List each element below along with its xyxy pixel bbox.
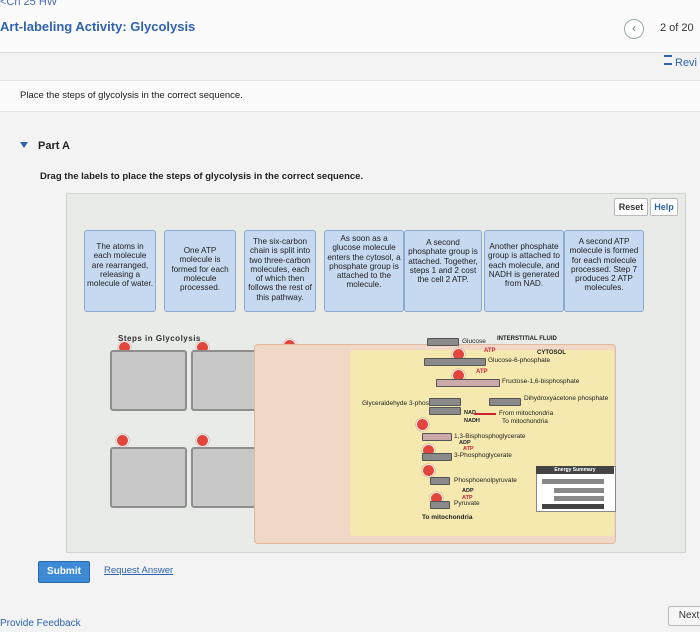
pep-molecule [430,477,450,485]
collapse-triangle-icon [20,142,28,148]
pin-marker [196,434,209,447]
g6p-label: Glucose-6-phosphate [488,357,551,364]
next-button[interactable]: Next [668,606,700,626]
breadcrumb[interactable]: <Ch 25 HW [0,0,58,8]
pin-marker [416,418,429,431]
steps-title: Steps in Glycolysis [118,334,201,343]
to-mito-label: To mitochondria [502,418,548,425]
drag-label-2[interactable]: One ATP molecule is formed for each mole… [164,230,236,312]
instructions-text: Place the steps of glycolysis in the cor… [20,90,243,101]
part-header[interactable]: Part A [20,140,70,152]
nad-label: NAD [464,410,476,416]
fbp-label: Fructose-1,6-bisphosphate [502,378,580,385]
g3p-molecule [429,398,461,406]
atp-label-2: ATP [476,369,488,375]
g6p-molecule [424,358,486,366]
list-icon [664,55,672,65]
provide-feedback-link[interactable]: Provide Feedback [0,618,81,629]
request-answer-link[interactable]: Request Answer [104,565,174,576]
dhap-label: Dihydroxyacetone phosphate [524,395,609,402]
nadh-label: NADH [464,418,480,424]
energy-summary-title: Energy Summary [536,466,614,474]
atp-label-3: ATP [463,446,474,452]
drop-target-4[interactable] [110,447,187,508]
page-title: Art-labeling Activity: Glycolysis [0,19,196,34]
review-link[interactable]: Revi [664,55,697,69]
summary-row [542,504,604,509]
pep-label: Phosphoenolpyruvate [454,477,517,484]
pin-marker [116,434,129,447]
reset-button[interactable]: Reset [614,198,648,216]
instructions-bar: Place the steps of glycolysis in the cor… [0,80,700,112]
pyruvate-molecule [430,501,450,509]
g3p-label: Glyceraldehyde 3-phosphate [362,400,446,407]
chevron-left-icon: ‹ [632,21,636,35]
summary-row [554,496,604,501]
atp-label-4: ATP [462,495,473,501]
pg3-molecule [422,453,452,461]
header-bar: <Ch 25 HW Art-labeling Activity: Glycoly… [0,0,700,53]
cytosol-label: CYTOSOL [537,350,566,356]
bpg-label: 1,3-Bisphosphoglycerate [454,433,526,440]
submit-button[interactable]: Submit [38,561,90,583]
adp-label: ADP [459,440,471,446]
arrow [474,413,496,415]
drag-label-1[interactable]: The atoms in each molecule are rearrange… [84,230,156,312]
pyruvate-label: Pyruvate [454,500,480,507]
to-mito-label-2: To mitochondria [422,514,473,521]
fbp-molecule [436,379,500,387]
pin-marker [422,464,435,477]
dhap-molecule [489,398,521,406]
drag-label-7[interactable]: A second ATP molecule is formed for each… [564,230,644,312]
page-counter: 2 of 20 [660,22,694,34]
help-button[interactable]: Help [650,198,678,216]
glucose-molecule [427,338,459,346]
drag-label-3[interactable]: The six-carbon chain is split into two t… [244,230,316,312]
summary-row [542,479,604,484]
glycolysis-diagram: Glucose INTERSTITIAL FLUID CYTOSOL ATP G… [254,336,622,548]
bpg-molecule [422,433,452,441]
drag-label-6[interactable]: Another phosphate group is attached to e… [484,230,564,312]
pg3-label: 3-Phosphoglycerate [454,452,512,459]
atp-label: ATP [484,348,496,354]
adp-label-2: ADP [462,488,474,494]
summary-row [554,488,604,493]
from-mito-label: From mitochondria [499,410,554,417]
drop-target-1[interactable] [110,350,187,411]
drag-label-4[interactable]: As soon as a glucose molecule enters the… [324,230,404,312]
interstitial-fluid-label: INTERSTITIAL FLUID [497,336,557,342]
prev-page-button[interactable]: ‹ [624,19,644,39]
part-label: Part A [38,140,70,152]
g3p-molecule-2 [429,407,461,415]
part-prompt: Drag the labels to place the steps of gl… [40,171,364,182]
review-label: Revi [675,57,698,69]
drag-label-5[interactable]: A second phosphate group is attached. To… [404,230,482,312]
glucose-label: Glucose [462,338,486,345]
